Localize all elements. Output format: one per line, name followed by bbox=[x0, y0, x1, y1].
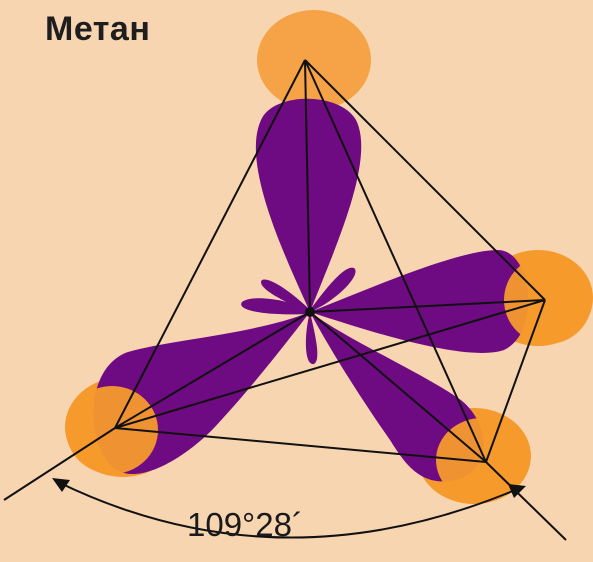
small-lobe-upper-left bbox=[261, 279, 310, 312]
small-lobe-down bbox=[305, 312, 318, 365]
angle-arc bbox=[57, 481, 521, 539]
bond-left bbox=[114, 311, 311, 429]
hydrogen-orbital-right-front bbox=[504, 256, 592, 344]
edge-left-right bbox=[114, 299, 546, 429]
small-lobe-left bbox=[241, 298, 310, 315]
lobe-bottom-right bbox=[310, 312, 484, 482]
arrowhead-left bbox=[52, 478, 70, 492]
bond-angle-label: 109°28´ bbox=[187, 506, 303, 543]
bond-lines bbox=[114, 59, 546, 463]
small-lobe-upper-right bbox=[310, 267, 356, 312]
diagram-title: Метан bbox=[45, 10, 151, 48]
arrowhead-right bbox=[508, 484, 526, 498]
edge-top-left bbox=[114, 59, 306, 429]
tetrahedron-edges bbox=[114, 59, 546, 463]
bond-right bbox=[309, 299, 546, 313]
lobe-right bbox=[310, 250, 529, 353]
edge-right-bottom bbox=[485, 299, 546, 463]
carbon-center bbox=[305, 307, 315, 317]
angle-extension-left bbox=[3, 427, 116, 501]
edge-top-right bbox=[304, 59, 546, 301]
edge-left-bottom bbox=[114, 427, 487, 463]
hydrogen-orbital-top bbox=[257, 10, 371, 110]
edge-top-bottom bbox=[304, 59, 487, 463]
angle-extension-right bbox=[485, 461, 567, 541]
bond-top bbox=[304, 59, 311, 313]
bond-bottom-right bbox=[309, 311, 487, 463]
